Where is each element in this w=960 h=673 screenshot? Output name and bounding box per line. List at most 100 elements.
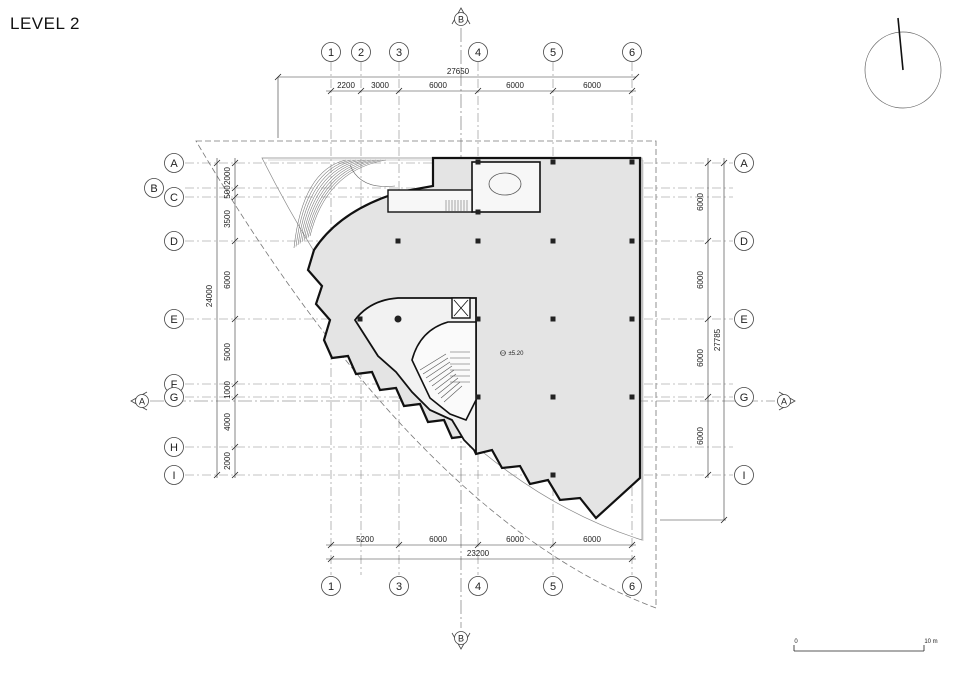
dim-tick	[704, 471, 712, 479]
grid-bubble-left-C: C	[170, 192, 178, 204]
grid-bubble-right-D: D	[740, 236, 748, 248]
grid-bubble-top-3-circle	[389, 42, 409, 62]
grid-bubble-left-I: I	[172, 470, 175, 482]
grid-bubble-right-G: G	[740, 392, 749, 404]
dim-tick	[327, 555, 335, 563]
structural-column	[629, 316, 635, 322]
dim-tick	[474, 541, 482, 549]
dim-top-total: 27650	[447, 67, 470, 76]
dim-top-1: 3000	[371, 81, 389, 90]
dim-tick	[357, 87, 365, 95]
dim-tick	[704, 159, 712, 167]
drawing-title: LEVEL 2	[10, 14, 80, 33]
grid-bubble-top-3: 3	[396, 47, 402, 59]
grid-bubble-left-A-circle	[164, 153, 184, 173]
dim-tick	[704, 237, 712, 245]
structural-column	[550, 394, 556, 400]
section-marker-left: A	[139, 397, 145, 407]
dim-left-0: 2000	[223, 167, 232, 185]
dim-bottom-total: 23200	[467, 549, 490, 558]
structural-column	[629, 238, 635, 244]
structural-column	[550, 316, 556, 322]
section-marker-bottom: B	[458, 634, 464, 644]
grid-bubble-right-E: E	[740, 314, 747, 326]
structural-column	[550, 238, 556, 244]
grid-bubble-left-E: E	[170, 314, 177, 326]
grid-bubble-bottom-5: 5	[550, 581, 556, 593]
dim-bottom-2: 6000	[506, 535, 524, 544]
grid-bubble-top-6-circle	[622, 42, 642, 62]
structural-column	[395, 238, 401, 244]
stair-tread	[419, 353, 447, 371]
dim-right-2: 6000	[696, 349, 705, 367]
structural-column	[357, 316, 363, 322]
grid-bubble-left-H-circle	[164, 437, 184, 457]
dim-tick	[549, 87, 557, 95]
dim-bottom-0: 5200	[356, 535, 374, 544]
dim-tick	[628, 541, 636, 549]
stair-tread	[425, 361, 451, 379]
grid-bubble-top-1-circle	[321, 42, 341, 62]
dim-tick	[213, 159, 221, 167]
dim-left-1: 500	[223, 185, 232, 199]
service-oval	[488, 172, 522, 196]
structural-column	[475, 316, 481, 322]
stair-tread	[428, 365, 453, 383]
grid-bubble-bottom-3: 3	[396, 581, 402, 593]
grid-bubble-right-I-circle	[734, 465, 754, 485]
amphitheatre-step	[299, 159, 362, 244]
grid-bubble-bottom-4: 4	[475, 581, 481, 593]
grid-bubble-bottom-1-circle	[321, 576, 341, 596]
grid-bubble-left-D: D	[170, 236, 178, 248]
grid-bubble-top-6: 6	[629, 47, 635, 59]
stair-tread	[434, 373, 457, 391]
inner-stair-zone	[411, 321, 477, 422]
stair-tread	[422, 357, 449, 375]
section-marker-top-circle	[454, 12, 468, 26]
grid-bubble-right-I: I	[742, 470, 745, 482]
terrace-inner	[268, 159, 644, 541]
amphitheatre-step	[305, 159, 377, 240]
grid-bubble-right-E-circle	[734, 309, 754, 329]
level-mark-label: ±5.20	[509, 351, 525, 357]
dim-tick	[231, 471, 239, 479]
grid-bubble-right-G-circle	[734, 387, 754, 407]
grid-bubble-right-A-circle	[734, 153, 754, 173]
dim-top-3: 6000	[506, 81, 524, 90]
structural-column	[475, 159, 481, 165]
dim-tick	[327, 87, 335, 95]
structural-column	[475, 209, 481, 215]
structural-column	[475, 238, 481, 244]
dim-top-0: 2200	[337, 81, 355, 90]
grid-bubble-left-B: B	[150, 183, 157, 195]
elevator-cross	[453, 299, 469, 317]
grid-bubble-left-A: A	[170, 158, 178, 170]
scale-bar-end: 10 m	[924, 639, 937, 645]
dim-tick	[628, 87, 636, 95]
section-marker-top: B	[458, 15, 464, 25]
grid-bubble-bottom-6-circle	[622, 576, 642, 596]
amphitheatre-step	[307, 159, 382, 238]
grid-bubble-right-D-circle	[734, 231, 754, 251]
dim-tick	[231, 159, 239, 167]
amphitheatre-edge	[349, 164, 396, 187]
grid-bubble-bottom-4-circle	[468, 576, 488, 596]
stair-tread	[440, 381, 461, 399]
amphitheatre-step	[303, 159, 372, 241]
grid-bubble-left-F: F	[171, 379, 178, 391]
grid-bubble-top-5-circle	[543, 42, 563, 62]
structural-column	[629, 394, 635, 400]
dim-right-total: 27785	[713, 328, 722, 351]
structural-column	[629, 159, 635, 165]
amphitheatre-step	[297, 159, 357, 246]
dim-left-total: 24000	[205, 284, 214, 307]
dim-tick	[628, 555, 636, 563]
grid-bubble-left-B-circle	[144, 178, 164, 198]
dim-tick	[474, 87, 482, 95]
stair-tread	[431, 369, 455, 387]
amphitheatre-step	[309, 159, 387, 237]
structural-column	[550, 159, 556, 165]
dim-tick	[704, 315, 712, 323]
dim-tick	[720, 159, 728, 167]
grid-bubble-bottom-1: 1	[328, 581, 334, 593]
